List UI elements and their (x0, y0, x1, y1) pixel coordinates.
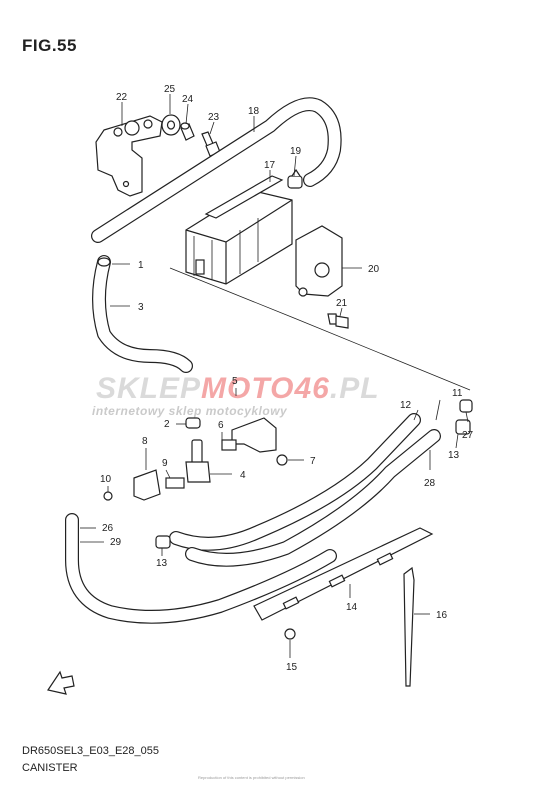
part-14-bracket (253, 527, 434, 621)
callout-9: 9 (162, 458, 171, 479)
part-1-fitting (97, 257, 111, 267)
callout-19-text: 19 (290, 146, 302, 157)
callout-9-text: 9 (162, 458, 168, 469)
callout-17: 17 (264, 160, 276, 182)
callout-14: 14 (346, 584, 358, 613)
part-15-screw (284, 628, 296, 640)
callout-28: 28 (424, 450, 436, 489)
callout-13-right: 13 (448, 433, 460, 461)
callout-2: 2 (164, 419, 186, 430)
front-direction-arrow-icon (47, 670, 75, 695)
callout-21-text: 21 (336, 298, 348, 309)
part-13-clamp-right (455, 419, 471, 435)
callout-18: 18 (248, 106, 260, 132)
callout-10-text: 10 (100, 474, 112, 485)
part-13-clamp-left (155, 535, 171, 549)
part-6-bracket (221, 417, 277, 453)
callout-1-text: 1 (138, 260, 144, 271)
callout-13-right-text: 13 (448, 450, 460, 461)
callout-23: 23 (208, 112, 220, 135)
callout-11: 11 (435, 388, 463, 421)
callout-29-text: 29 (110, 537, 122, 548)
part-17-canister (185, 175, 293, 285)
callout-2-text: 2 (164, 419, 170, 430)
part-22-bracket (95, 115, 163, 197)
diagram-name: CANISTER (22, 762, 78, 774)
callout-15-text: 15 (286, 662, 298, 673)
part-27-clamp (459, 399, 473, 413)
callout-16-text: 16 (436, 610, 448, 621)
callout-26-text: 26 (102, 523, 114, 534)
copyright-note: Reproduction of this content is prohibit… (198, 775, 305, 780)
part-10-screw (103, 491, 113, 501)
part-9-pad (165, 477, 185, 489)
callout-13-left-text: 13 (156, 558, 168, 569)
part-7-screw (276, 454, 288, 466)
callout-26: 26 (80, 523, 114, 534)
callout-5: 5 (232, 376, 238, 396)
watermark-tagline: internetowy sklep motocyklowy (92, 404, 288, 418)
callout-3: 3 (110, 302, 144, 313)
part-3-hose (92, 255, 193, 373)
callout-12-text: 12 (400, 400, 412, 411)
callout-22: 22 (116, 92, 128, 126)
watermark-brand-suffix: .PL (329, 372, 380, 405)
part-16-cable-tie (403, 566, 415, 687)
callout-27: 27 (462, 411, 474, 441)
callout-25-text: 25 (164, 84, 176, 95)
part-12-hose (169, 413, 421, 551)
callout-28-text: 28 (424, 478, 436, 489)
callout-8: 8 (142, 436, 148, 470)
callout-5-text: 5 (232, 376, 238, 387)
watermark-brand-num: 46 (294, 372, 330, 405)
callout-27-text: 27 (462, 430, 474, 441)
part-20-bracket (295, 225, 343, 297)
part-21-bolt (327, 313, 349, 329)
part-8-bracket (133, 469, 161, 501)
callout-24-text: 24 (182, 94, 194, 105)
figure-title: FIG.55 (22, 36, 77, 55)
callout-22-text: 22 (116, 92, 128, 103)
watermark-brand-prefix: SKLEP (96, 372, 202, 405)
callout-19: 19 (290, 146, 302, 177)
callout-1: 1 (112, 260, 144, 271)
part-19-clamp (287, 168, 303, 189)
callout-7: 7 (288, 456, 316, 467)
callout-25: 25 (164, 84, 176, 114)
callout-18-text: 18 (248, 106, 260, 117)
part-4-valve (185, 439, 211, 483)
callout-15: 15 (286, 640, 298, 673)
callout-23-text: 23 (208, 112, 220, 123)
callout-10: 10 (100, 474, 112, 492)
callout-29: 29 (80, 537, 122, 548)
callout-4-text: 4 (240, 470, 246, 481)
callout-3-text: 3 (138, 302, 144, 313)
diagram-code: DR650SEL3_E03_E28_055 (22, 745, 160, 757)
part-2-clamp (185, 417, 201, 429)
callout-11-text: 11 (452, 388, 463, 399)
callout-4: 4 (210, 470, 246, 481)
watermark-brand-mid: MOTO (201, 372, 295, 405)
callout-14-text: 14 (346, 602, 358, 613)
part-25-grommet (161, 114, 181, 136)
callout-8-text: 8 (142, 436, 148, 447)
callout-17-text: 17 (264, 160, 276, 171)
callout-20-text: 20 (368, 264, 380, 275)
part-24-collar (180, 122, 195, 141)
part-18-hose (91, 97, 342, 243)
callout-20: 20 (342, 264, 380, 275)
callout-16: 16 (414, 610, 448, 621)
part-11-hose (185, 429, 441, 567)
reference-line (169, 267, 471, 391)
callout-21: 21 (336, 298, 348, 317)
callout-6-text: 6 (218, 420, 224, 431)
callout-13-left: 13 (156, 548, 168, 569)
callout-12: 12 (400, 400, 419, 421)
watermark-brand: SKLEPMOTO46.PL (96, 372, 380, 406)
part-26-hose (65, 513, 337, 624)
callout-24: 24 (182, 94, 194, 125)
callout-6: 6 (218, 420, 224, 440)
callout-7-text: 7 (310, 456, 316, 467)
